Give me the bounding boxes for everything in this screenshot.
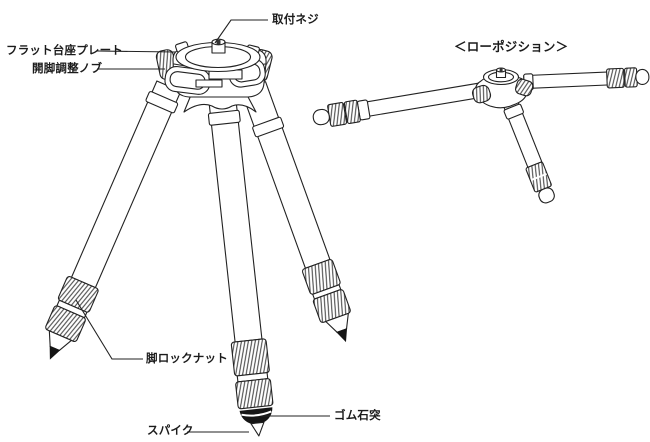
label-leg-angle-knob: 開脚調整ノブ (32, 63, 103, 75)
spike-shape (250, 421, 265, 437)
low-tripod-head (471, 67, 534, 109)
label-rubber-foot: ゴム石突 (334, 410, 381, 422)
main-tripod-right-leg (240, 81, 351, 343)
label-mount-screw: 取付ネジ (272, 14, 319, 26)
leader-mount-screw (214, 19, 268, 44)
low-tripod-front-leg (499, 92, 555, 204)
main-tripod-left-leg (45, 80, 182, 360)
label-spike: スパイク (147, 425, 194, 437)
label-low-position: ＜ローポジション＞ (454, 40, 569, 54)
main-tripod (45, 38, 351, 437)
label-leg-lock-nut: 脚ロックナット (146, 353, 228, 365)
callout-leader-lines (75, 19, 330, 433)
main-tripod-head (155, 38, 273, 98)
label-flat-base-plate: フラット台座プレート (6, 45, 123, 57)
leader-lock-nut (75, 299, 143, 360)
low-tripod-right-leg (523, 67, 650, 91)
main-tripod-center-leg (207, 87, 274, 437)
low-position-tripod (312, 67, 650, 204)
low-tripod-left-leg (312, 82, 483, 127)
leader-flat-plate (96, 50, 177, 53)
